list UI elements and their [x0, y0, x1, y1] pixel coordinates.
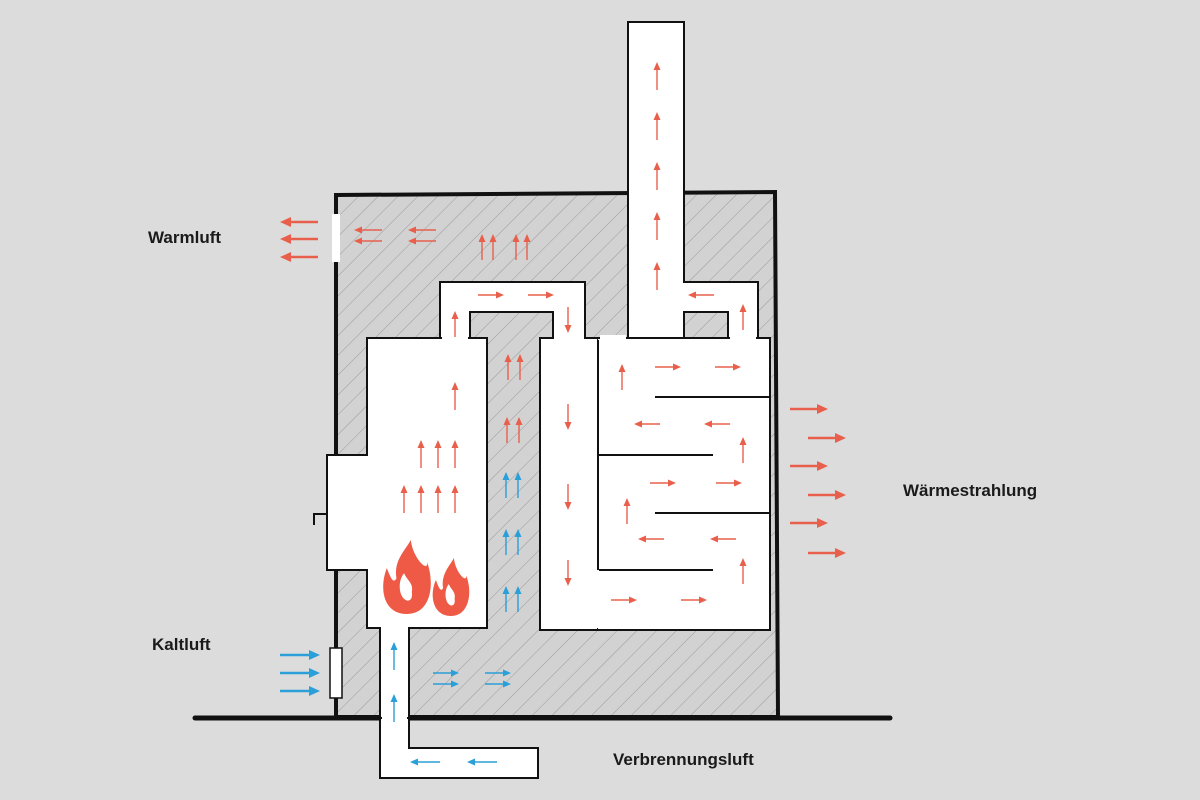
hot-air-arrow-icon: [503, 417, 511, 443]
hot-air-arrow-icon: [512, 234, 520, 260]
hot-air-arrow-icon: [653, 112, 661, 140]
hot-air-arrow-icon: [434, 440, 442, 468]
hot-air-arrow-icon: [451, 311, 459, 337]
cold-air-arrow-icon: [502, 529, 510, 555]
hot-air-arrow-icon: [400, 485, 408, 513]
flame-icon: [383, 540, 431, 614]
hot-air-arrow-icon: [408, 226, 436, 234]
chimney-baffle: [683, 311, 729, 339]
hot-air-arrow-icon: [451, 440, 459, 468]
hot-air-arrow-icon: [434, 485, 442, 513]
hot-air-arrow-icon: [638, 535, 664, 543]
hot-air-arrow-icon: [417, 485, 425, 513]
hot-air-arrow-icon: [280, 234, 318, 244]
hot-air-arrow-icon: [280, 217, 318, 227]
hot-air-arrow-icon: [681, 596, 707, 604]
cold-air-arrow-icon: [433, 669, 459, 677]
hot-air-arrow-icon: [715, 363, 741, 371]
door-handle: [313, 513, 327, 525]
cold-air-arrow-icon: [390, 642, 398, 670]
hot-air-arrow-icon: [618, 364, 626, 390]
cold-air-arrow-icon: [280, 668, 320, 678]
hot-air-arrow-icon: [564, 560, 572, 586]
cold-air-arrow-icon: [502, 586, 510, 612]
hot-air-arrow-icon: [564, 307, 572, 333]
hot-air-arrow-icon: [808, 490, 846, 500]
hot-air-arrow-icon: [655, 363, 681, 371]
hot-air-arrow-icon: [790, 404, 828, 414]
combustion-air-duct: [379, 717, 539, 779]
cold-air-arrow-icon: [514, 529, 522, 555]
hot-air-arrow-icon: [516, 354, 524, 380]
hot-air-arrow-icon: [354, 237, 382, 245]
hot-air-arrow-icon: [354, 226, 382, 234]
hot-air-arrow-icon: [704, 420, 730, 428]
hot-air-arrow-icon: [504, 354, 512, 380]
hot-air-arrow-icon: [528, 291, 554, 299]
flames: [383, 540, 470, 616]
cold-air-arrow-icon: [485, 669, 511, 677]
cold-air-arrow-icon: [514, 472, 522, 498]
hot-air-arrow-icon: [611, 596, 637, 604]
hot-air-arrow-icon: [478, 291, 504, 299]
flame-icon: [432, 558, 470, 616]
hot-air-arrow-icon: [790, 518, 828, 528]
cold-air-arrow-icon: [485, 680, 511, 688]
hot-air-arrow-icon: [489, 234, 497, 260]
cold-air-arrow-icon: [514, 586, 522, 612]
hot-air-arrow-icon: [739, 304, 747, 330]
cold-air-arrow-icon: [410, 758, 440, 766]
cold-air-arrow-icon: [433, 680, 459, 688]
hot-air-arrow-icon: [417, 440, 425, 468]
cold-air-arrow-icon: [502, 472, 510, 498]
hot-air-arrow-icon: [280, 252, 318, 262]
hot-air-arrow-icon: [478, 234, 486, 260]
hot-air-arrow-icon: [634, 420, 660, 428]
hot-air-arrow-icon: [515, 417, 523, 443]
hot-air-arrow-icon: [408, 237, 436, 245]
hot-air-arrow-icon: [564, 404, 572, 430]
cold-air-label: Kaltluft: [152, 635, 211, 654]
hot-air-arrow-icon: [716, 479, 742, 487]
hot-air-arrow-icon: [451, 382, 459, 410]
hot-air-arrow-icon: [653, 262, 661, 290]
hot-air-arrow-icon: [739, 437, 747, 463]
heat-exchanger: [598, 337, 771, 631]
chimney: [627, 21, 759, 339]
hot-air-arrow-icon: [653, 62, 661, 90]
hot-air-arrow-icon: [451, 485, 459, 513]
firebox: [326, 337, 488, 719]
hot-air-arrow-icon: [688, 291, 714, 299]
hot-air-arrow-icon: [564, 484, 572, 510]
combustion-air-label: Verbrennungsluft: [613, 750, 754, 769]
cold-air-inlet: [329, 647, 343, 699]
hot-air-arrow-icon: [710, 535, 736, 543]
hot-air-arrow-icon: [739, 558, 747, 584]
cold-air-arrow-icon: [467, 758, 497, 766]
cold-air-arrow-icon: [280, 686, 320, 696]
warm-air-outlet: [332, 214, 340, 262]
warm-air-label: Warmluft: [148, 228, 222, 247]
cold-air-arrow-icon: [280, 650, 320, 660]
hot-air-arrow-icon: [650, 479, 676, 487]
hot-air-arrow-icon: [808, 548, 846, 558]
hot-air-arrow-icon: [653, 162, 661, 190]
hot-air-arrow-icon: [523, 234, 531, 260]
hot-air-arrow-icon: [790, 461, 828, 471]
heat-radiation-label: Wärmestrahlung: [903, 481, 1038, 500]
airflow-arrows: [280, 62, 846, 766]
hot-air-arrow-icon: [623, 498, 631, 524]
cold-air-arrow-icon: [390, 694, 398, 722]
hot-air-arrow-icon: [808, 433, 846, 443]
hot-air-arrow-icon: [653, 212, 661, 240]
